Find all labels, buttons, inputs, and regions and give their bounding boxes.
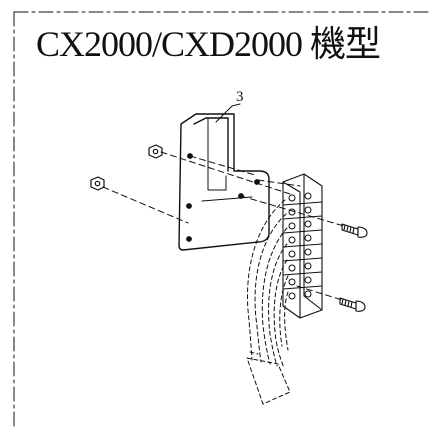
screw-icon — [339, 297, 366, 312]
nut-icon — [90, 176, 105, 191]
screw-icon — [341, 223, 368, 238]
frame-border — [13, 11, 431, 431]
bracket-icon — [178, 113, 270, 251]
callout-label-3: 3 — [236, 89, 244, 105]
assembly-lines — [102, 151, 345, 301]
diagram-title: CX2000/CXD2000 機型 — [36, 24, 381, 64]
callout-leader-line — [215, 103, 241, 123]
wire-harness-icon — [246, 199, 291, 405]
terminal-block-icon — [282, 173, 323, 319]
nut-icon — [148, 144, 163, 159]
